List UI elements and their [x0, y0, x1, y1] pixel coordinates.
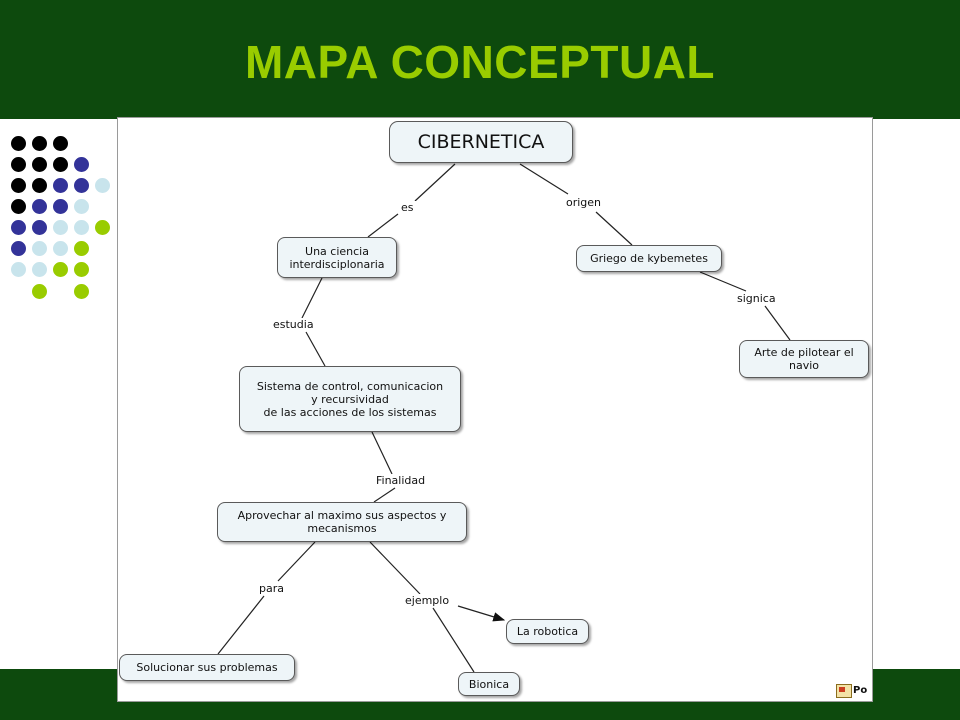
node-sistema: Sistema de control, comunicacion y recur…: [239, 366, 461, 432]
link-label-es: es: [399, 201, 416, 214]
dot-black: [53, 136, 68, 151]
connector-aprovechar-para: [277, 541, 316, 582]
dot-navy: [32, 199, 47, 214]
dot-black: [11, 157, 26, 172]
header-bar: [0, 0, 960, 119]
dot-lime: [95, 220, 110, 235]
node-solucionar: Solucionar sus problemas: [119, 654, 295, 681]
connector-es-ciencia: [367, 213, 399, 238]
link-label-estudia: estudia: [271, 318, 316, 331]
connector-aprovechar-ejemplo: [369, 541, 421, 595]
dot-black: [11, 199, 26, 214]
cmaptools-badge-text: Po: [853, 685, 868, 696]
dot-lime: [32, 284, 47, 299]
dot-black: [53, 157, 68, 172]
connector-sistema-finalidad: [371, 431, 393, 475]
dot-navy: [11, 241, 26, 256]
dot-lime: [53, 262, 68, 277]
dot-lightblue: [53, 241, 68, 256]
dot-lime: [74, 241, 89, 256]
dot-navy: [53, 199, 68, 214]
dot-lightblue: [74, 220, 89, 235]
link-label-ejemplo: ejemplo: [403, 594, 452, 607]
dot-lightblue: [32, 262, 47, 277]
connector-ejemplo-bionica: [432, 607, 475, 673]
connector-ejemplo-robotica: [457, 605, 506, 622]
node-la-robotica: La robotica: [506, 619, 589, 644]
connector-para-solucionar: [217, 595, 265, 655]
link-label-signica: signica: [735, 292, 778, 305]
dot-lightblue: [53, 220, 68, 235]
connector-ciencia-estudia: [301, 277, 323, 319]
dot-black: [11, 178, 26, 193]
connector-griego-signica: [699, 271, 747, 292]
node-aprovechar: Aprovechar al maximo sus aspectos y meca…: [217, 502, 467, 542]
slide-title: MAPA CONCEPTUAL: [244, 36, 716, 88]
dot-lime: [74, 284, 89, 299]
cmaptools-icon: [836, 684, 852, 698]
connector-estudia-sistema: [305, 331, 326, 367]
node-cibernetica: CIBERNETICA: [389, 121, 573, 163]
dot-lime: [74, 262, 89, 277]
node-griego: Griego de kybemetes: [576, 245, 722, 272]
dot-navy: [74, 157, 89, 172]
connector-signica-arte: [764, 305, 791, 341]
node-arte: Arte de pilotear el navio: [739, 340, 869, 378]
dot-black: [32, 136, 47, 151]
connector-origen-griego: [595, 211, 633, 246]
dot-black: [32, 178, 47, 193]
dot-navy: [32, 220, 47, 235]
link-label-finalidad: Finalidad: [374, 474, 428, 487]
dot-lightblue: [74, 199, 89, 214]
dot-navy: [74, 178, 89, 193]
connector-cibernetica-origen: [519, 163, 569, 195]
node-una-ciencia: Una ciencia interdisciplonaria: [277, 237, 397, 278]
dot-black: [11, 136, 26, 151]
dot-navy: [11, 220, 26, 235]
dot-black: [32, 157, 47, 172]
connector-finalidad-aprovechar: [373, 487, 396, 503]
link-label-origen: origen: [564, 196, 604, 209]
dot-lightblue: [32, 241, 47, 256]
node-bionica: Bionica: [458, 672, 520, 696]
dot-lightblue: [11, 262, 26, 277]
dot-lightblue: [95, 178, 110, 193]
dot-navy: [53, 178, 68, 193]
connector-cibernetica-es: [414, 163, 456, 202]
link-label-para: para: [257, 582, 286, 595]
